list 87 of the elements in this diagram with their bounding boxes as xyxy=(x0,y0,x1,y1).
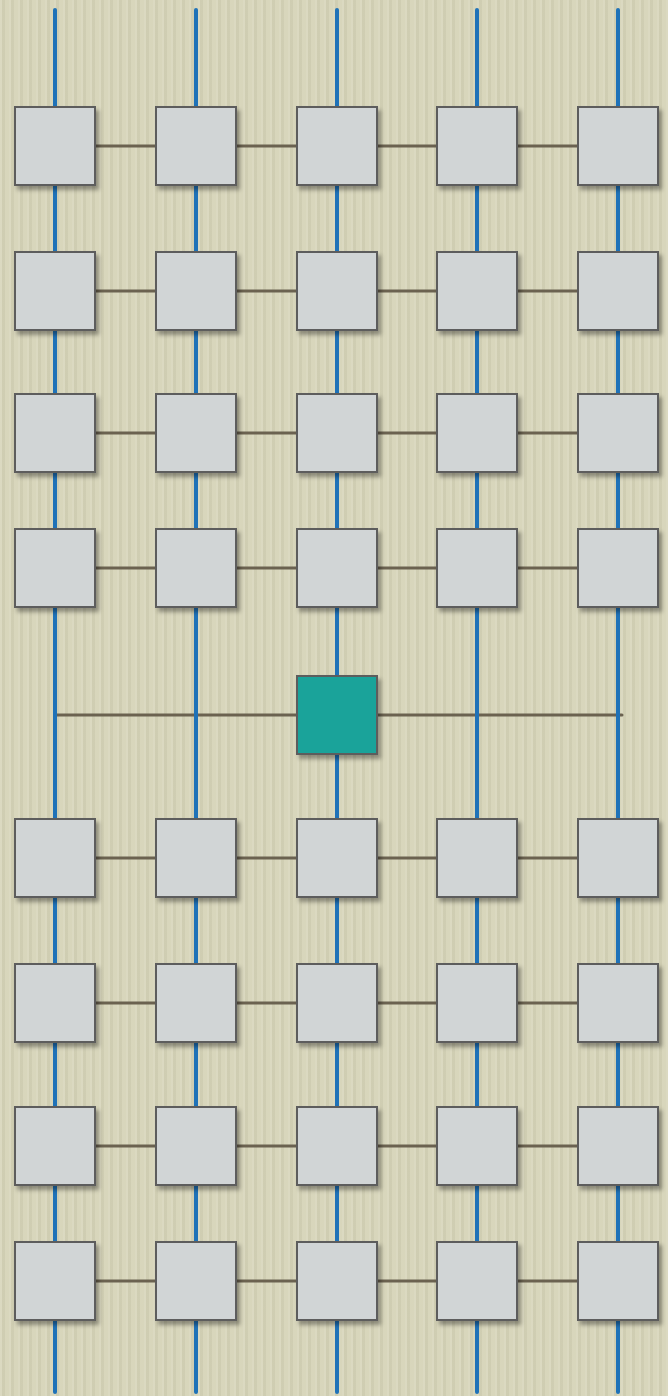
square-box xyxy=(296,1241,378,1321)
connector-line xyxy=(335,753,339,820)
square-box xyxy=(296,106,378,186)
square-box xyxy=(577,251,659,331)
connector-line xyxy=(335,896,339,965)
connector-line xyxy=(616,896,620,965)
connector-line xyxy=(475,329,479,395)
square-box xyxy=(155,963,237,1043)
connector-line xyxy=(53,1184,57,1243)
connector-line xyxy=(616,1184,620,1243)
square-box xyxy=(14,963,96,1043)
connector-line xyxy=(616,8,620,108)
square-box xyxy=(436,1241,518,1321)
connector-line xyxy=(616,1041,620,1108)
connector-line xyxy=(53,606,57,820)
connector-line xyxy=(475,184,479,253)
square-box xyxy=(14,528,96,608)
connector-line xyxy=(335,471,339,530)
square-box xyxy=(155,393,237,473)
connector-line xyxy=(335,606,339,677)
square-box xyxy=(14,1241,96,1321)
square-box xyxy=(577,1106,659,1186)
connector-line xyxy=(616,1319,620,1394)
connector-line xyxy=(194,8,198,108)
square-box xyxy=(155,818,237,898)
highlighted-box xyxy=(296,675,378,755)
square-box xyxy=(296,963,378,1043)
connector-line xyxy=(53,471,57,530)
connector-line xyxy=(194,1041,198,1108)
connector-line xyxy=(475,606,479,820)
connector-line xyxy=(475,471,479,530)
square-box xyxy=(155,528,237,608)
connector-line xyxy=(616,184,620,253)
connector-line xyxy=(53,184,57,253)
square-box xyxy=(296,528,378,608)
connector-line xyxy=(335,184,339,253)
square-box xyxy=(296,251,378,331)
connector-line xyxy=(335,1184,339,1243)
connector-line xyxy=(616,606,620,820)
square-box xyxy=(577,963,659,1043)
square-box xyxy=(436,1106,518,1186)
square-box xyxy=(296,1106,378,1186)
connector-line xyxy=(475,8,479,108)
square-box xyxy=(14,106,96,186)
connector-line xyxy=(475,1041,479,1108)
connector-line xyxy=(194,1319,198,1394)
connector-line xyxy=(194,184,198,253)
square-box xyxy=(155,106,237,186)
connector-line xyxy=(194,1184,198,1243)
square-box xyxy=(155,1241,237,1321)
square-box xyxy=(155,1106,237,1186)
square-box xyxy=(577,106,659,186)
square-box xyxy=(14,1106,96,1186)
connector-line xyxy=(194,329,198,395)
connector-line xyxy=(616,329,620,395)
square-box xyxy=(14,251,96,331)
connector-line xyxy=(53,329,57,395)
connector-line xyxy=(53,1041,57,1108)
connector-line xyxy=(335,1319,339,1394)
square-box xyxy=(436,963,518,1043)
connector-line xyxy=(53,8,57,108)
square-box xyxy=(436,528,518,608)
square-box xyxy=(577,393,659,473)
square-box xyxy=(436,818,518,898)
square-box xyxy=(436,106,518,186)
connector-line xyxy=(194,471,198,530)
square-box xyxy=(14,393,96,473)
connector-line xyxy=(616,471,620,530)
square-box xyxy=(436,251,518,331)
square-box xyxy=(296,818,378,898)
square-box xyxy=(577,1241,659,1321)
connector-line xyxy=(475,1184,479,1243)
square-box xyxy=(577,818,659,898)
connector-line xyxy=(194,896,198,965)
connector-line xyxy=(53,1319,57,1394)
square-box xyxy=(436,393,518,473)
connector-line xyxy=(335,329,339,395)
square-box xyxy=(577,528,659,608)
connector-line xyxy=(335,8,339,108)
connector-line xyxy=(475,896,479,965)
connector-line xyxy=(194,606,198,820)
square-box xyxy=(14,818,96,898)
connector-line xyxy=(53,896,57,965)
connector-line xyxy=(475,1319,479,1394)
connector-line xyxy=(335,1041,339,1108)
square-box xyxy=(296,393,378,473)
square-box xyxy=(155,251,237,331)
